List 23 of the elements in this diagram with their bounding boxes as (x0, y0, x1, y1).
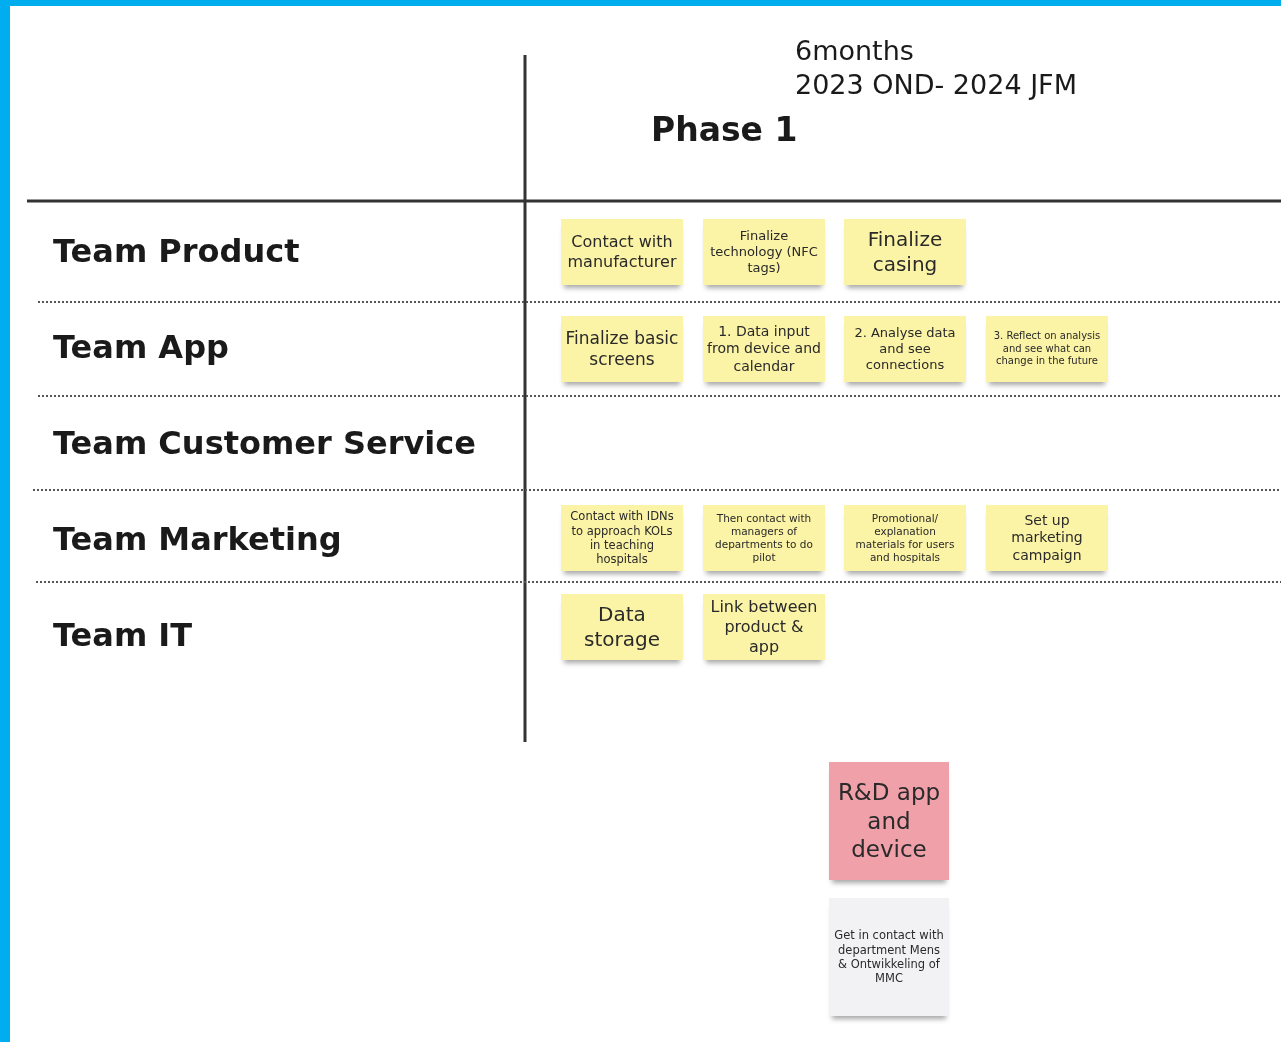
lane-title: Team Customer Service (53, 424, 476, 462)
sticky-note: Contact with manufacturer (561, 219, 683, 285)
sticky-note: Get in contact with department Mens & Ontwikkeling of MMC (829, 898, 949, 1016)
sticky-note: 3. Reflect on analysis and see what can change in the future (986, 316, 1108, 382)
sticky-note: Finalize basic screens (561, 316, 683, 382)
timeframe-text: 2023 OND- 2024 JFM (795, 69, 1077, 100)
sticky-note: Data storage (561, 594, 683, 660)
sticky-note: Then contact with managers of departments to do pilot (703, 505, 825, 571)
phase-title: Phase 1 (651, 110, 798, 149)
sticky-note: R&D app and device (829, 762, 949, 880)
lane-title: Team Marketing (53, 520, 342, 558)
lane-title: Team App (53, 328, 229, 366)
sticky-note: 1. Data input from device and calendar (703, 316, 825, 382)
timeframe-text: 6months (795, 35, 914, 66)
sticky-note: Contact with IDNs to approach KOLs in teaching hospitals (561, 505, 683, 571)
sticky-note: Link between product & app (703, 594, 825, 660)
sticky-note: 2. Analyse data and see connections (844, 316, 966, 382)
lane-title: Team Product (53, 232, 300, 270)
lane-title: Team IT (53, 616, 193, 654)
sticky-note: Finalize casing (844, 219, 966, 285)
sticky-note: Promotional/ explanation materials for users and hospitals (844, 505, 966, 571)
sticky-note: Set up marketing campaign (986, 505, 1108, 571)
sticky-note: Finalize technology (NFC tags) (703, 219, 825, 285)
